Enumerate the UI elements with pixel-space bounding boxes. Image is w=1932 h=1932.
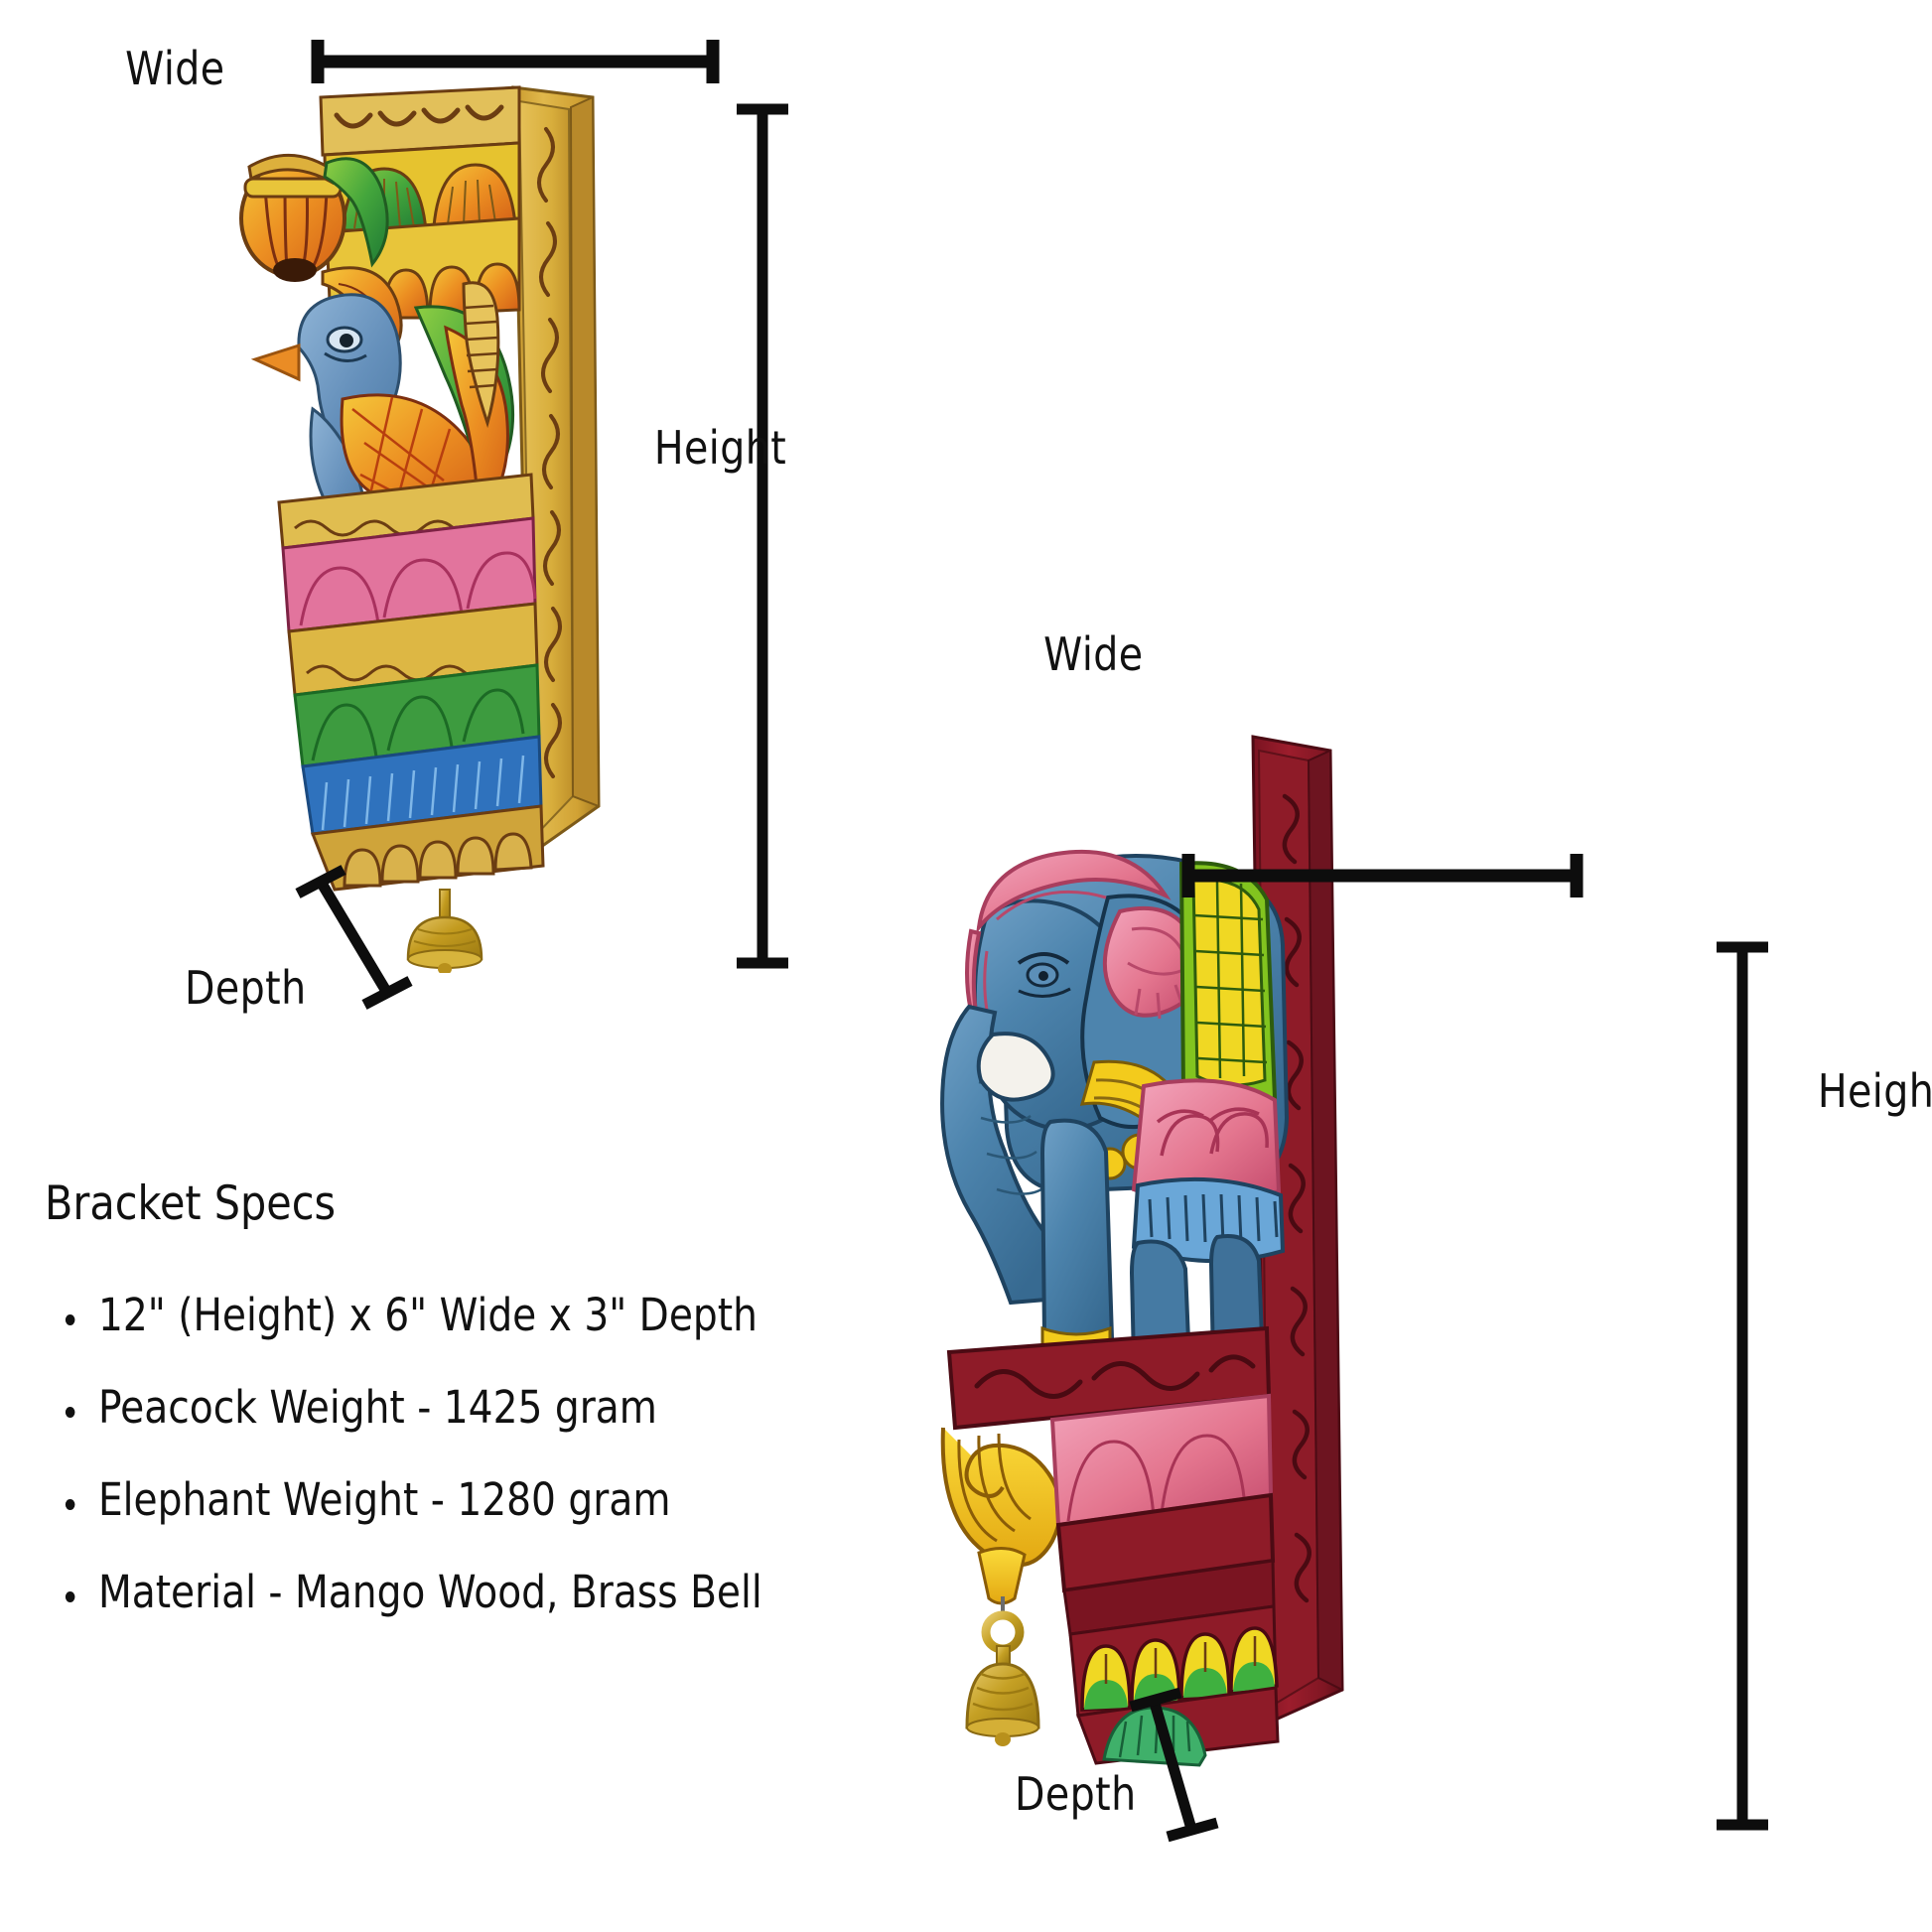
elephant-depth-label: Depth (1014, 1767, 1137, 1821)
peacock-depth-label: Depth (184, 961, 307, 1015)
specs-list: 12" (Height) x 6" Wide x 3" Depth Peacoc… (45, 1293, 898, 1614)
elephant-bracket-image (884, 685, 1440, 1797)
peacock-wide-label: Wide (125, 42, 225, 95)
elephant-height-label: Height (1817, 1064, 1932, 1118)
specs-title: Bracket Specs (45, 1176, 336, 1231)
spec-item-material: Material - Mango Wood, Brass Bell (45, 1570, 787, 1614)
peacock-bracket-image (204, 60, 630, 975)
bracket-specs-block: Bracket Specs 12" (Height) x 6" Wide x 3… (45, 1176, 898, 1662)
spec-item-dimensions: 12" (Height) x 6" Wide x 3" Depth (45, 1293, 787, 1337)
peacock-height-label: Height (653, 421, 787, 475)
spec-item-peacock-weight: Peacock Weight - 1425 gram (45, 1385, 787, 1430)
peacock-height-bar (737, 103, 788, 969)
elephant-wide-label: Wide (1043, 627, 1144, 681)
elephant-height-bar (1717, 941, 1768, 1831)
spec-item-elephant-weight: Elephant Weight - 1280 gram (45, 1477, 787, 1522)
